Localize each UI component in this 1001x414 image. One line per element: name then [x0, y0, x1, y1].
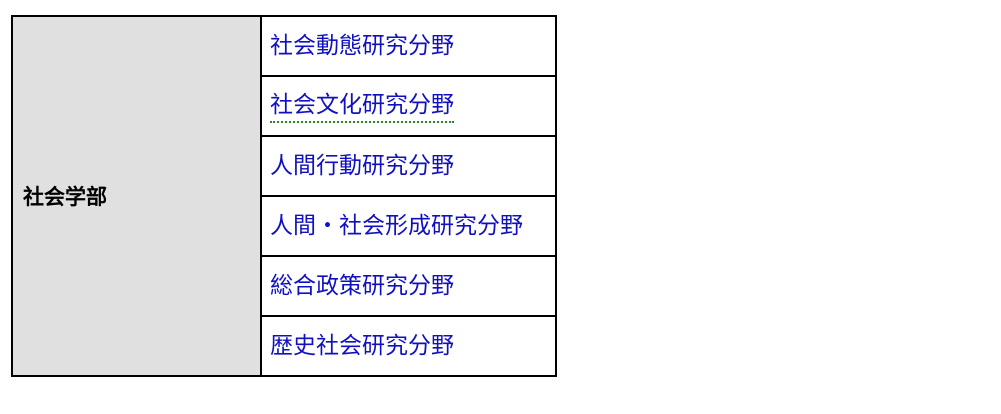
field-link-social-culture[interactable]: 社会文化研究分野 [270, 90, 454, 123]
field-link-human-social-formation[interactable]: 人間・社会形成研究分野 [270, 212, 523, 239]
field-link-historical-society[interactable]: 歴史社会研究分野 [270, 332, 454, 359]
table-row: 人間・社会形成研究分野 [12, 195, 557, 257]
table-row: 社会学部 社会動態研究分野 [11, 15, 557, 377]
table-row: 歴史社会研究分野 [12, 315, 557, 377]
field-cell: 社会動態研究分野 [260, 15, 557, 77]
table-row: 社会文化研究分野 [12, 75, 557, 137]
faculty-name: 社会学部 [23, 185, 107, 209]
field-link-human-behavior[interactable]: 人間行動研究分野 [270, 152, 454, 179]
field-link-social-dynamics[interactable]: 社会動態研究分野 [270, 32, 454, 59]
field-cell: 総合政策研究分野 [260, 255, 557, 317]
field-cell: 歴史社会研究分野 [260, 315, 557, 377]
faculty-name-cell: 社会学部 [11, 15, 262, 377]
faculty-fields-table: 社会学部 社会動態研究分野 社会文化研究分野 人間行動研究分野 人間・社会形成研… [11, 15, 557, 377]
table-row: 人間行動研究分野 [12, 135, 557, 197]
field-cell: 人間・社会形成研究分野 [260, 195, 557, 257]
table-row: 総合政策研究分野 [12, 255, 557, 317]
field-cell: 社会文化研究分野 [260, 75, 557, 137]
field-link-policy-studies[interactable]: 総合政策研究分野 [270, 272, 454, 299]
field-cell: 人間行動研究分野 [260, 135, 557, 197]
